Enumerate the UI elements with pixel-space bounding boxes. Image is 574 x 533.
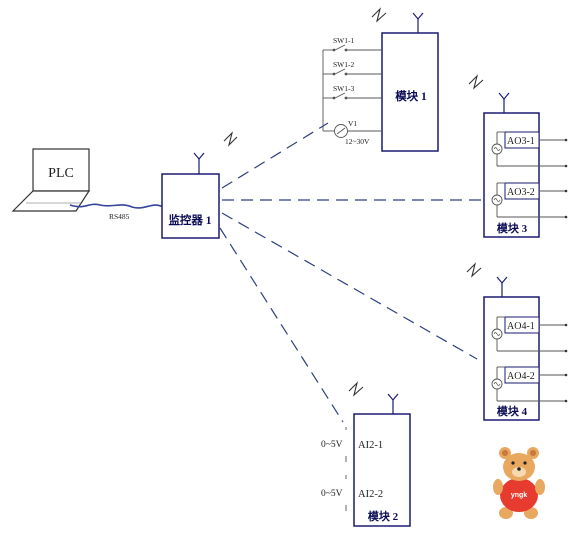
wireless-links (219, 122, 481, 423)
module2-label: 模块 2 (368, 509, 399, 523)
module1-label: 模块 1 (395, 89, 427, 103)
module4-output-wiring (496, 316, 566, 402)
switch-label-3: SW1-3 (333, 84, 354, 93)
rs485-label: RS485 (109, 212, 130, 221)
ac-source-icon (491, 378, 503, 390)
ac-source-icon (491, 194, 503, 206)
module4-signal-icon (466, 262, 482, 278)
module2-range-1: 0~5V (321, 440, 343, 450)
module1-box (381, 32, 439, 152)
switch-contact-dots (332, 48, 348, 100)
ac-source-icon (491, 328, 503, 340)
link-module4 (221, 212, 478, 360)
module1-antenna-icon (412, 12, 424, 33)
monitor-box (161, 173, 220, 239)
module1-signal-icon (371, 7, 387, 23)
mascot-badge: yngk (511, 492, 527, 499)
supply-voltage: 12~30V (345, 137, 370, 146)
switch-label-1: SW1-1 (333, 36, 354, 45)
module3-label: 模块 3 (497, 221, 528, 235)
module3-channel-2: AO3-2 (507, 187, 535, 198)
plc-label: PLC (48, 166, 74, 181)
module4-antenna-icon (496, 276, 508, 297)
module4-channel-1: AO4-1 (507, 321, 535, 332)
module3-output-wiring (496, 131, 566, 218)
rs485-cable (69, 203, 164, 209)
voltage-source-icon (334, 124, 348, 138)
switch-label-2: SW1-2 (333, 60, 354, 69)
module2-box (353, 413, 411, 527)
module3-antenna-icon (498, 92, 510, 113)
monitor-signal-icon (223, 131, 238, 147)
monitor-antenna-icon (193, 152, 205, 174)
terminal-dots (564, 323, 568, 403)
module2-range-2: 0~5V (321, 489, 343, 499)
terminal-dots (564, 138, 568, 219)
link-module2 (219, 227, 344, 423)
module4-box (483, 296, 540, 421)
module3-channel-1: AO3-1 (507, 136, 535, 147)
module1-switch-wiring (322, 44, 382, 132)
module4-label: 模块 4 (497, 404, 528, 418)
module2-channel-2: AI2-2 (358, 489, 383, 500)
module2-antenna-icon (387, 393, 399, 414)
module3-signal-icon (468, 74, 484, 90)
link-module1 (221, 122, 329, 189)
module4-channel-2: AO4-2 (507, 371, 535, 382)
ac-source-icon (491, 143, 503, 155)
bear-mascot-logo (493, 447, 545, 519)
supply-label: V1 (348, 119, 357, 128)
module2-channel-1: AI2-1 (358, 440, 383, 451)
plc-laptop-icon (11, 148, 91, 212)
module2-signal-icon (348, 381, 364, 397)
monitor-label: 监控器 1 (168, 213, 211, 227)
